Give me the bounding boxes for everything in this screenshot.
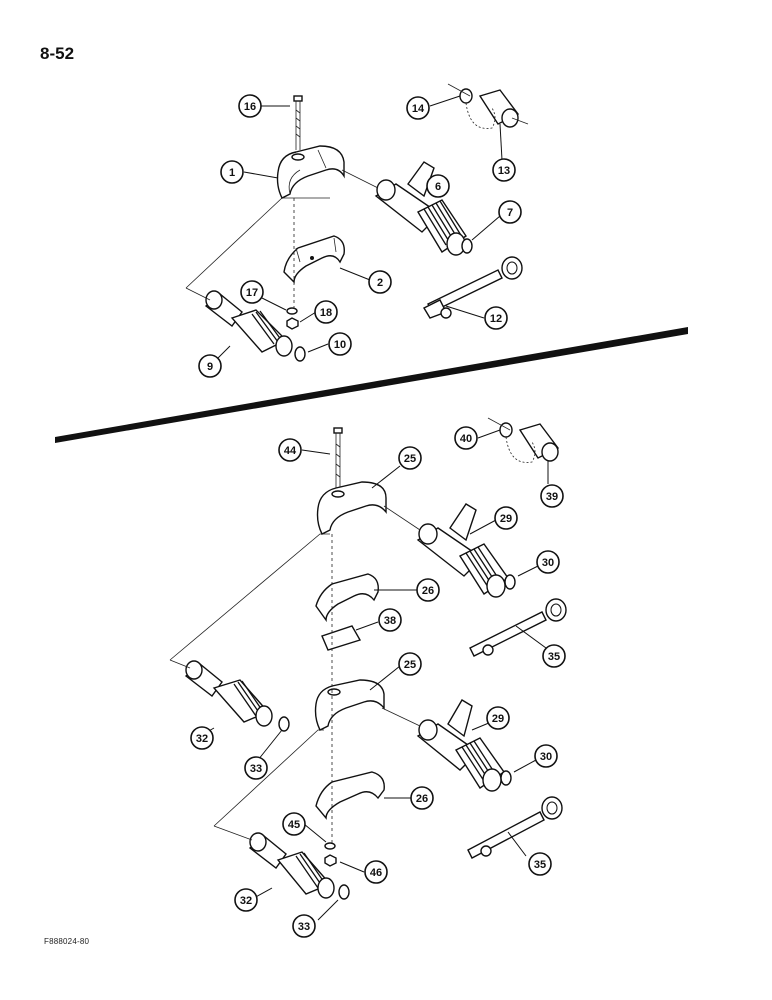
- lower-clamp: [283, 235, 345, 284]
- callout-26-upper: 26: [416, 578, 440, 602]
- washer: [324, 842, 336, 850]
- callout-44: 44: [278, 438, 302, 462]
- o-ring: [500, 770, 512, 786]
- o-ring: [461, 238, 473, 254]
- callout-25-upper: 25: [398, 446, 422, 470]
- callout-12: 12: [484, 306, 508, 330]
- svg-text:46: 46: [370, 867, 382, 879]
- coupler-body: [248, 832, 335, 899]
- spanner-wrench: [423, 256, 523, 319]
- svg-text:44: 44: [284, 445, 297, 457]
- callout-40: 40: [454, 426, 478, 450]
- o-ring: [294, 346, 306, 362]
- svg-text:32: 32: [196, 733, 208, 745]
- nut: [286, 317, 299, 330]
- svg-text:10: 10: [334, 339, 346, 351]
- callout-1: 1: [220, 160, 244, 184]
- lower-clamp: [315, 573, 379, 623]
- dust-cap-with-chain: [447, 83, 529, 129]
- coupler-body: [184, 660, 273, 727]
- callout-33-upper: 33: [244, 756, 268, 780]
- svg-text:17: 17: [246, 287, 258, 299]
- svg-text:40: 40: [460, 433, 472, 445]
- svg-text:32: 32: [240, 895, 252, 907]
- callout-29-lower: 29: [486, 706, 510, 730]
- callout-6: 6: [426, 174, 450, 198]
- svg-text:39: 39: [546, 491, 558, 503]
- callout-38: 38: [378, 608, 402, 632]
- svg-text:26: 26: [422, 585, 434, 597]
- callout-30-lower: 30: [534, 744, 558, 768]
- svg-text:13: 13: [498, 165, 510, 177]
- svg-text:45: 45: [288, 819, 300, 831]
- svg-text:33: 33: [250, 763, 262, 775]
- upper-clamp: [316, 481, 387, 535]
- callout-30-upper: 30: [536, 550, 560, 574]
- callout-29-upper: 29: [494, 506, 518, 530]
- o-ring: [278, 716, 290, 732]
- spanner-wrench: [467, 796, 563, 859]
- washer: [286, 307, 298, 315]
- callout-26-lower: 26: [410, 786, 434, 810]
- quick-coupler: [381, 699, 505, 792]
- callout-7: 7: [498, 200, 522, 224]
- dust-cap-with-chain: [487, 417, 560, 463]
- svg-text:30: 30: [542, 557, 554, 569]
- svg-text:29: 29: [500, 513, 512, 525]
- callout-14: 14: [406, 96, 430, 120]
- svg-text:30: 30: [540, 751, 552, 763]
- callout-46: 46: [364, 860, 388, 884]
- callout-32-upper: 32: [190, 726, 214, 750]
- callout-18: 18: [314, 300, 338, 324]
- svg-text:6: 6: [435, 181, 441, 193]
- svg-text:35: 35: [548, 651, 560, 663]
- spanner-wrench: [469, 598, 567, 657]
- section-divider-line: [55, 327, 688, 443]
- svg-text:26: 26: [416, 793, 428, 805]
- svg-text:33: 33: [298, 921, 310, 933]
- svg-text:1: 1: [229, 167, 235, 179]
- callout-16: 16: [238, 94, 262, 118]
- o-ring: [504, 574, 516, 590]
- callout-39: 39: [540, 484, 564, 508]
- svg-text:35: 35: [534, 859, 546, 871]
- svg-text:2: 2: [377, 277, 383, 289]
- callout-leaders: [199, 95, 549, 921]
- upper-clamp: [276, 145, 345, 199]
- callout-32-lower: 32: [234, 888, 258, 912]
- callout-9: 9: [198, 354, 222, 378]
- callout-13: 13: [492, 158, 516, 182]
- nut: [324, 854, 337, 867]
- callout-35-upper: 35: [542, 644, 566, 668]
- bolt: [333, 427, 343, 488]
- svg-text:16: 16: [244, 101, 256, 113]
- page-number: 8-52: [40, 44, 75, 63]
- lower-clamp: [315, 771, 385, 820]
- callout-35-lower: 35: [528, 852, 552, 876]
- svg-text:25: 25: [404, 453, 416, 465]
- svg-text:14: 14: [412, 103, 425, 115]
- svg-text:38: 38: [384, 615, 396, 627]
- svg-text:12: 12: [490, 313, 502, 325]
- callout-2: 2: [368, 270, 392, 294]
- coupler-body: [204, 290, 293, 357]
- callout-33-lower: 33: [292, 914, 316, 938]
- callout-10: 10: [328, 332, 352, 356]
- callout-45: 45: [282, 812, 306, 836]
- svg-text:7: 7: [507, 207, 513, 219]
- o-ring: [338, 884, 350, 900]
- svg-text:18: 18: [320, 307, 332, 319]
- spacer-plate: [321, 625, 362, 651]
- callout-25-lower: 25: [398, 652, 422, 676]
- figure-code: F888024-80: [44, 937, 90, 946]
- svg-text:25: 25: [404, 659, 416, 671]
- svg-text:29: 29: [492, 713, 504, 725]
- quick-coupler: [383, 503, 509, 598]
- quick-coupler: [341, 161, 467, 256]
- bolt: [293, 95, 303, 150]
- svg-text:9: 9: [207, 361, 213, 373]
- callout-17: 17: [240, 280, 264, 304]
